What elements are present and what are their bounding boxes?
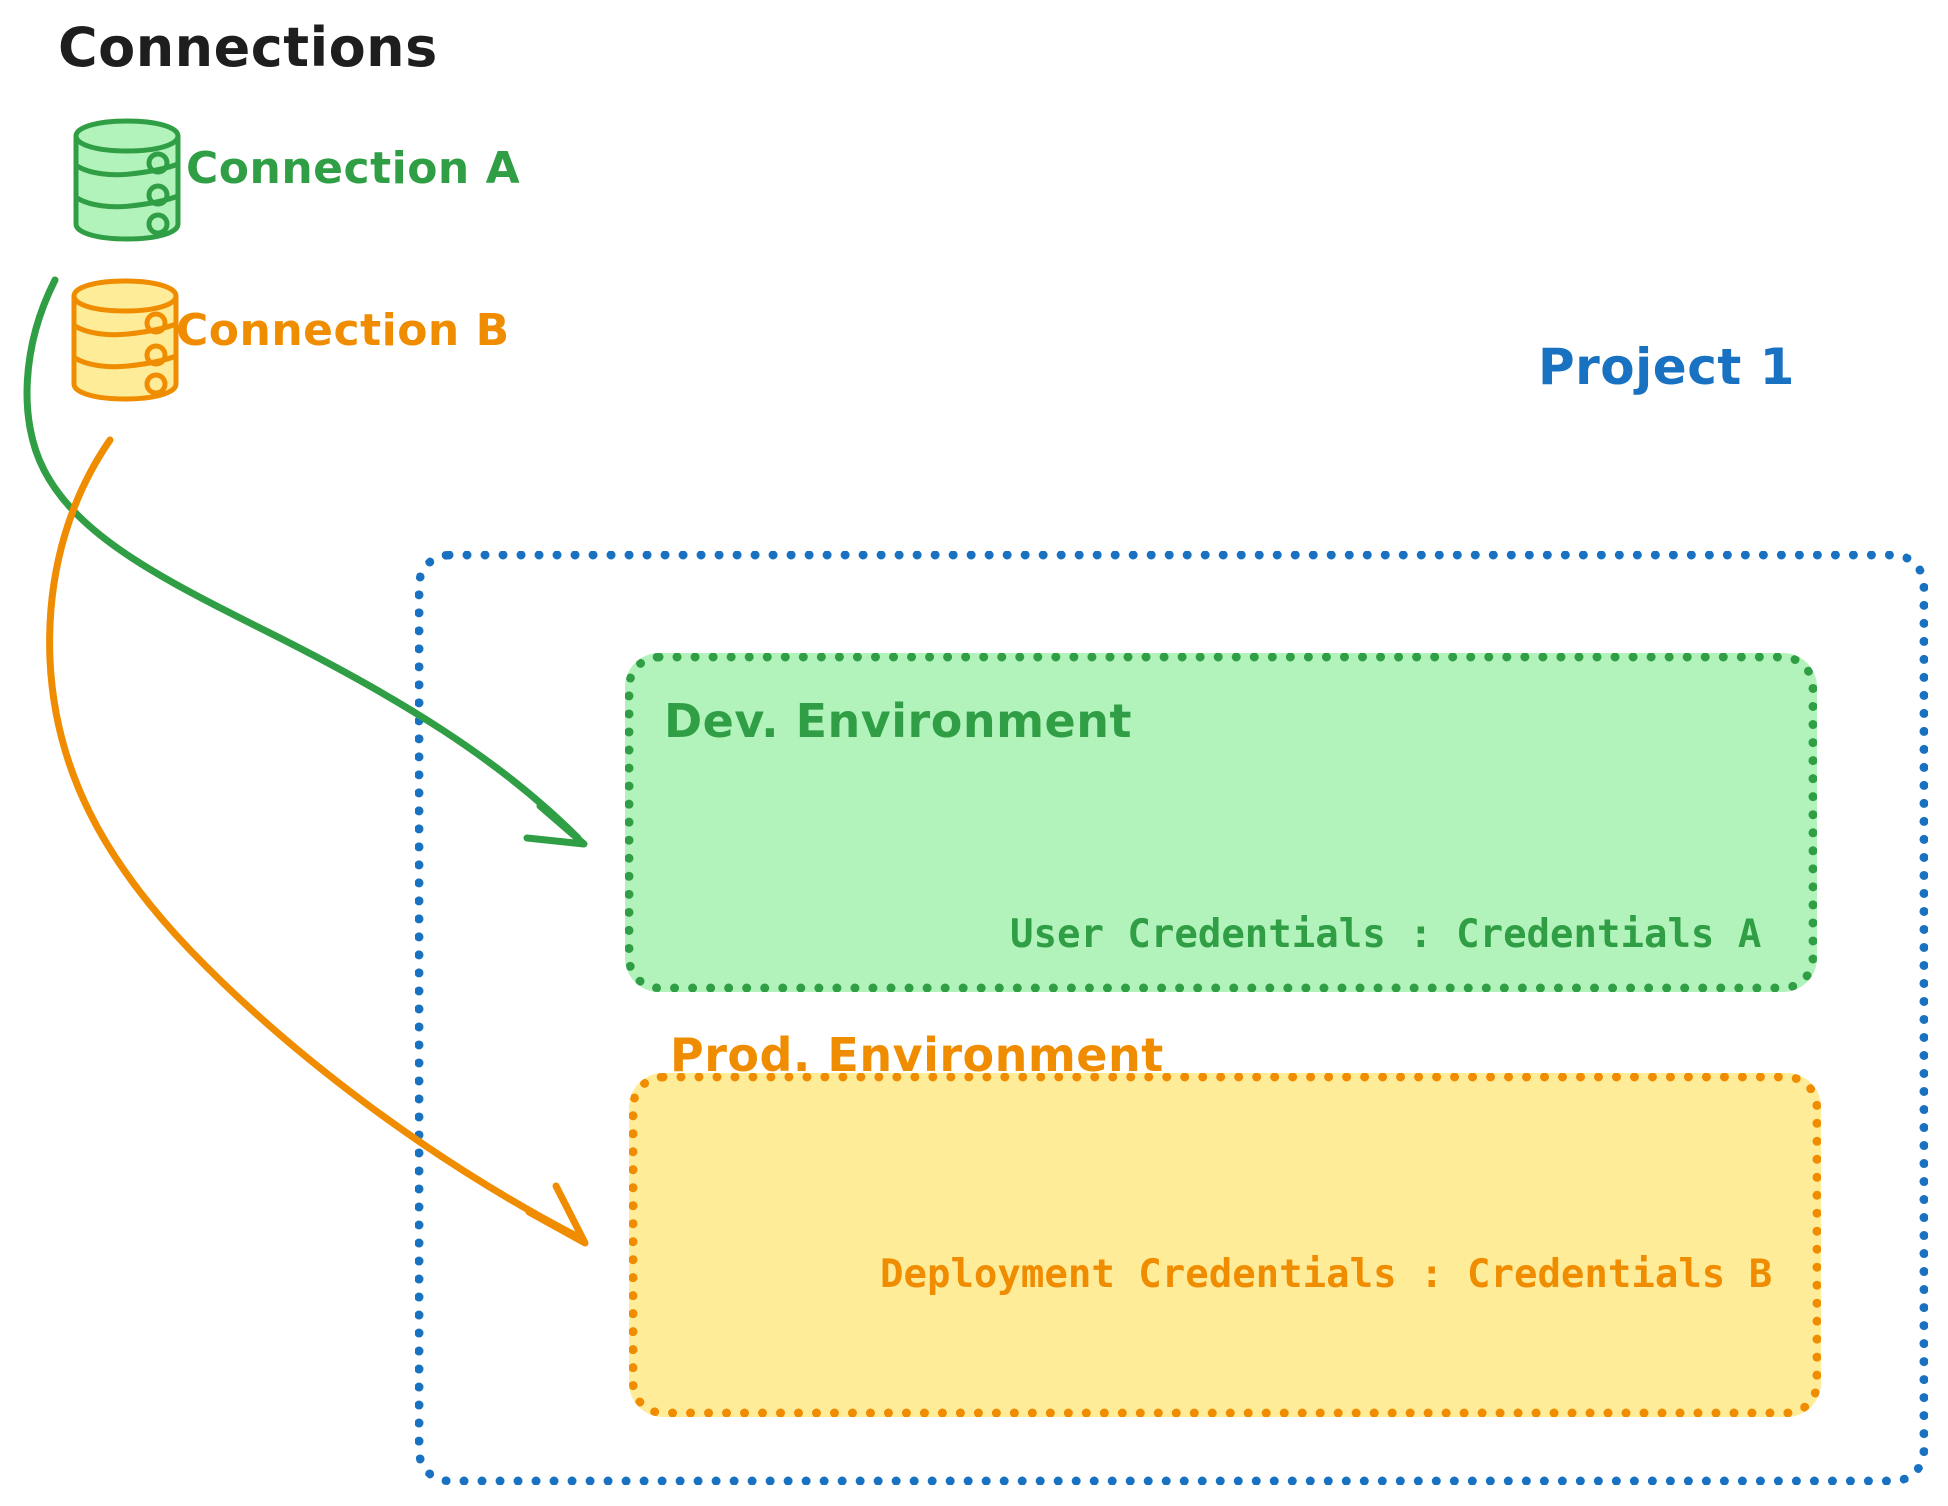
dev-environment-title: Dev. Environment bbox=[664, 694, 1132, 748]
database-icon[interactable] bbox=[66, 278, 184, 402]
project-title: Project 1 bbox=[1538, 338, 1795, 396]
connection-a-label: Connection A bbox=[186, 143, 521, 194]
prod-environment-box[interactable] bbox=[629, 1073, 1821, 1417]
prod-environment-credentials: Deployment Credentials : Credentials B bbox=[880, 1252, 1773, 1297]
dev-environment-box[interactable] bbox=[625, 653, 1817, 992]
page-title: Connections bbox=[58, 16, 438, 79]
connection-b-label: Connection B bbox=[176, 305, 510, 356]
prod-environment-title: Prod. Environment bbox=[670, 1028, 1164, 1082]
dev-environment-credentials: User Credentials : Credentials A bbox=[1010, 912, 1762, 957]
database-icon[interactable] bbox=[68, 118, 186, 242]
